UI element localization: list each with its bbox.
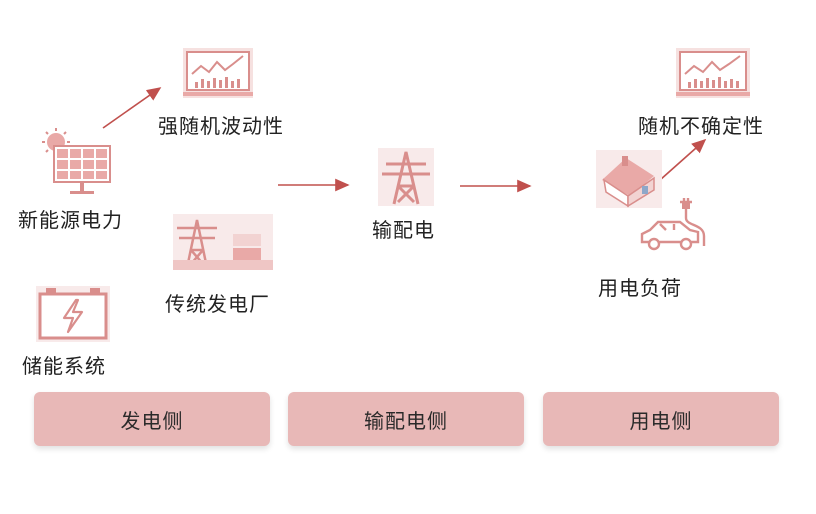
house-icon bbox=[596, 150, 662, 208]
transmission-tower-icon bbox=[378, 148, 434, 206]
label-strong-volatility: 强随机波动性 bbox=[158, 114, 284, 138]
battery-icon bbox=[36, 286, 110, 342]
label-random-uncertainty: 随机不确定性 bbox=[638, 114, 764, 138]
label-storage-system: 储能系统 bbox=[22, 354, 106, 378]
label-traditional-plant: 传统发电厂 bbox=[165, 292, 270, 316]
tab-generation-side[interactable]: 发电侧 bbox=[34, 392, 270, 446]
label-transmission: 输配电 bbox=[372, 218, 435, 242]
electric-car-icon bbox=[640, 198, 706, 251]
solar-panel-icon bbox=[42, 128, 111, 194]
tab-transmission-side[interactable]: 输配电侧 bbox=[288, 392, 524, 446]
label-electric-load: 用电负荷 bbox=[598, 276, 682, 300]
arrow-load-to-uncertainty bbox=[659, 138, 707, 181]
label-renewable-power: 新能源电力 bbox=[18, 208, 123, 232]
monitor-chart-icon bbox=[183, 48, 253, 98]
power-plant-icon bbox=[173, 214, 273, 270]
arrow-renewable-to-volatility bbox=[102, 87, 162, 129]
monitor-chart-icon-right bbox=[676, 48, 750, 98]
tab-consumption-side[interactable]: 用电侧 bbox=[543, 392, 779, 446]
